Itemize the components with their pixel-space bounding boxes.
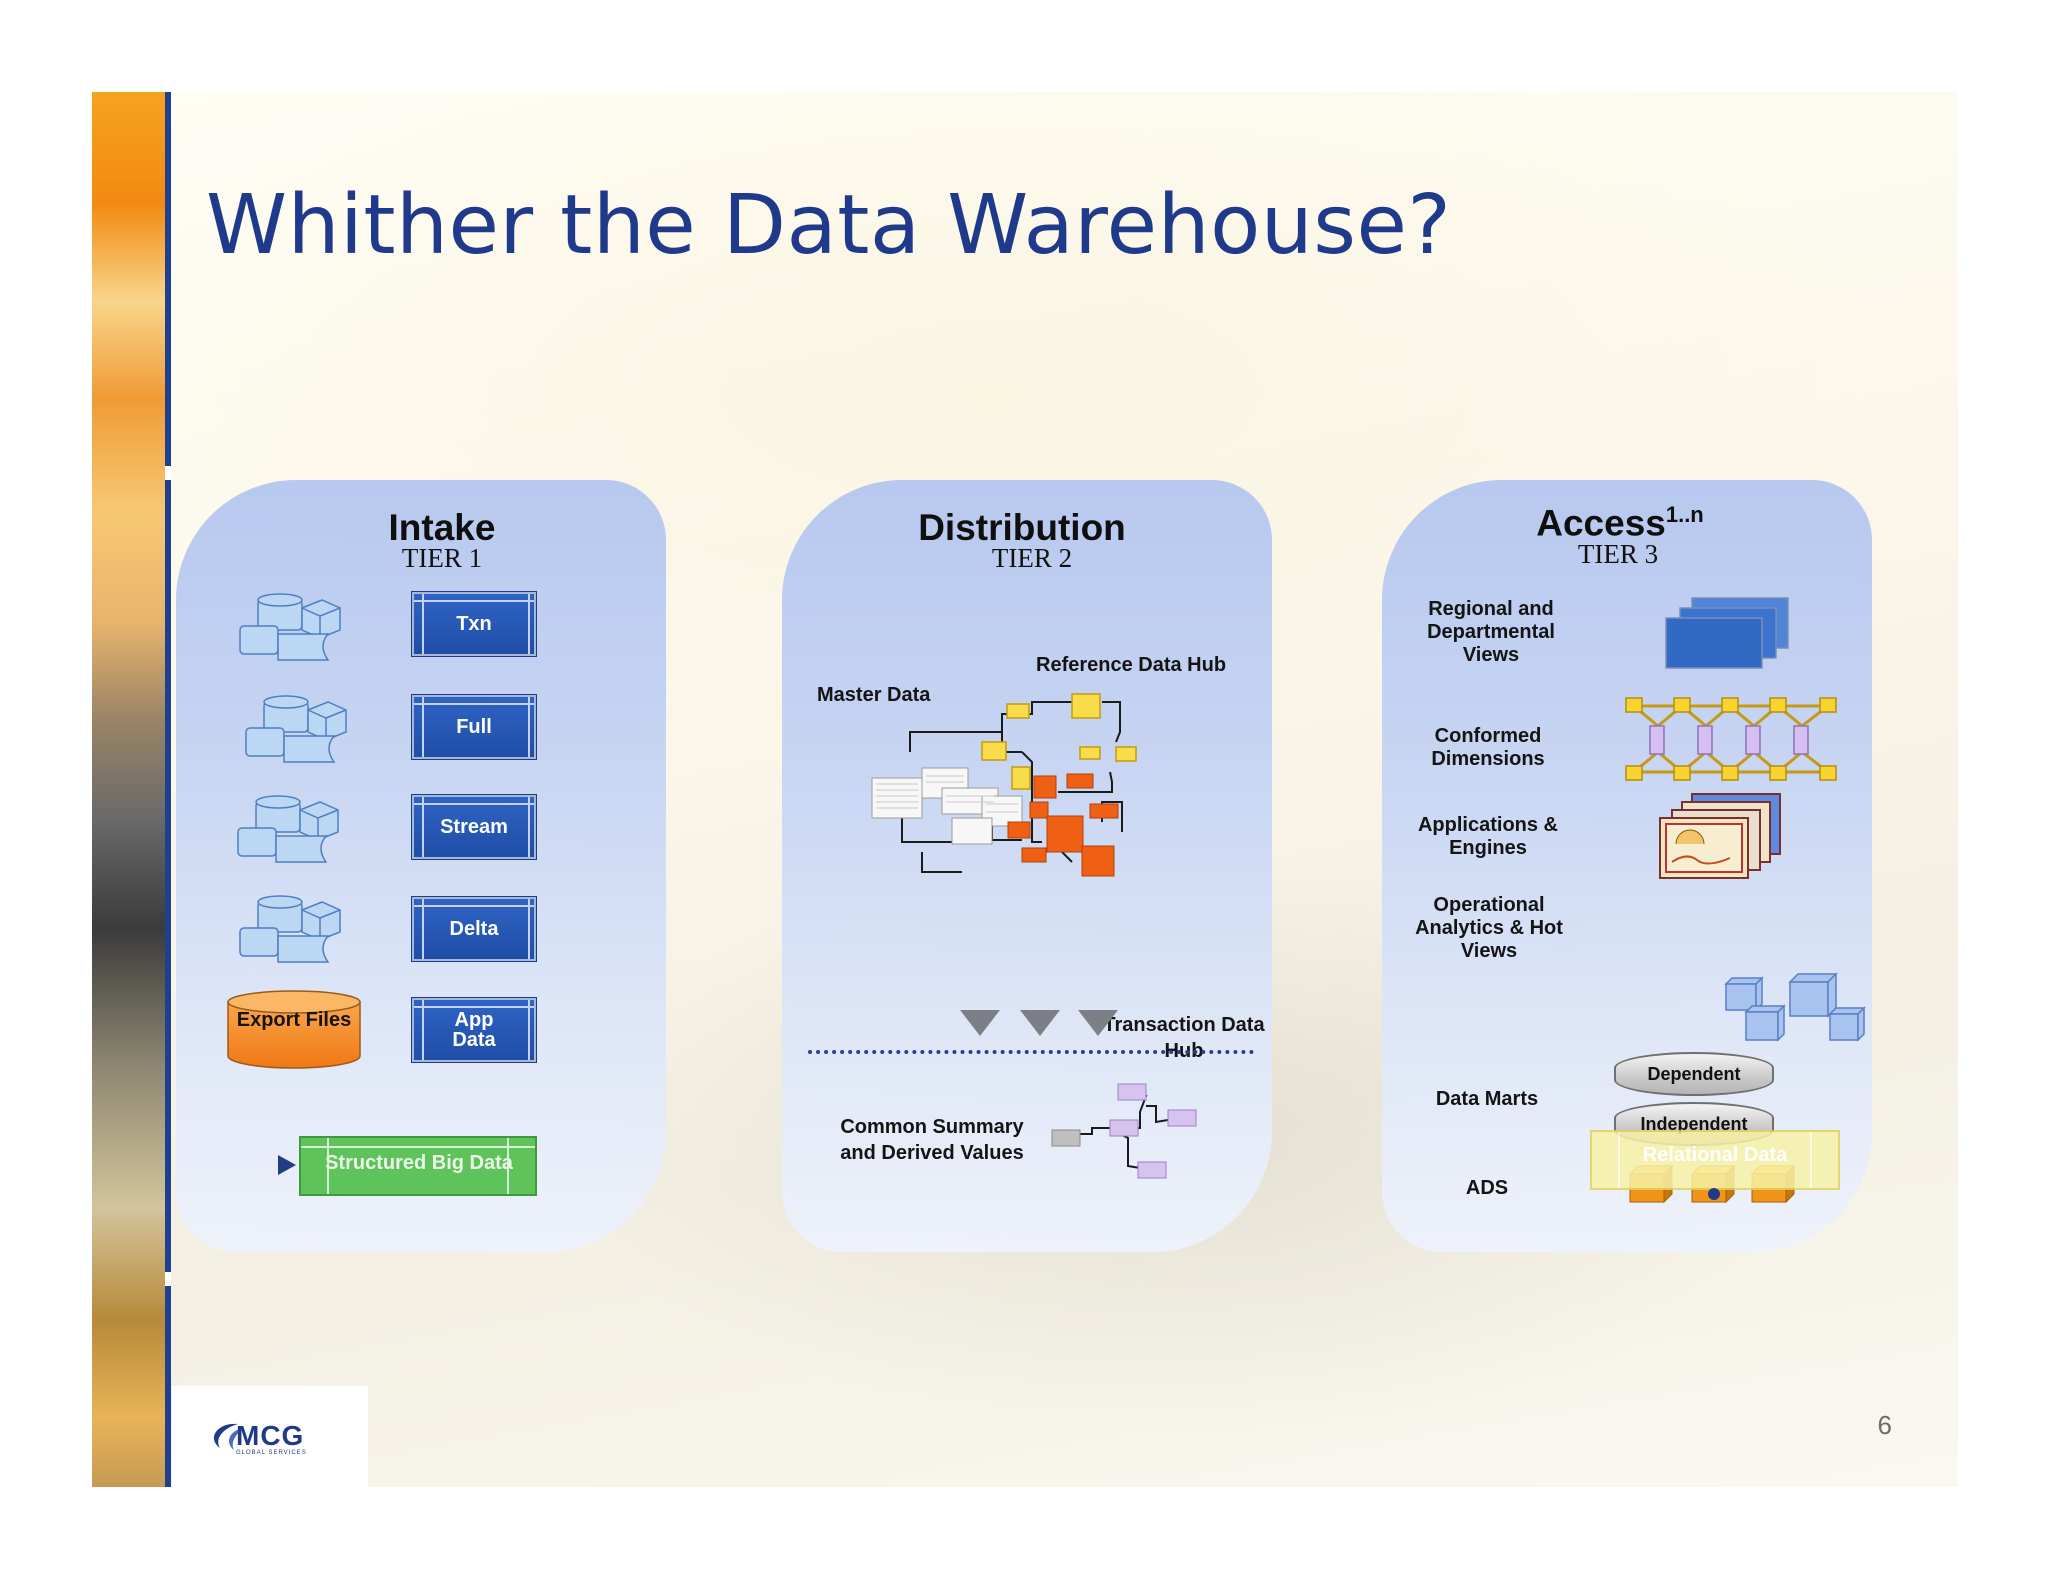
views-label: Regional and Departmental Views	[1427, 598, 1555, 666]
logo-box: MCG GLOBAL SERVICES	[172, 1386, 368, 1487]
slide: Whither the Data Warehouse? Intake TIER …	[92, 92, 1958, 1487]
summary-label: Common Summary and Derived Values	[840, 1116, 1024, 1164]
summary-graph-icon	[1051, 1083, 1197, 1179]
dimensions-label: Conformed Dimensions	[1431, 725, 1545, 770]
intake-tier: TIER 1	[401, 543, 483, 573]
ads-label: ADS	[1465, 1177, 1509, 1199]
intake-item-txn: Txn	[411, 591, 537, 657]
database-stack-icon	[245, 695, 347, 763]
data-hub-diagram	[871, 693, 1137, 877]
access-superscript: 1..n	[1665, 502, 1704, 527]
intake-item-full: Full	[411, 694, 537, 760]
relational-data-label: Relational Data	[1642, 1144, 1788, 1166]
analytics-label: Operational Analytics & Hot Views	[1415, 894, 1563, 962]
tier-divider	[808, 1050, 1254, 1054]
database-stack-icon	[239, 593, 341, 661]
accent-line-gap	[165, 1272, 171, 1286]
views-windows-icon	[1665, 597, 1789, 669]
database-stack-icon	[239, 895, 341, 963]
flow-triangle-icon	[960, 1010, 1118, 1036]
intake-item-stream: Stream	[411, 794, 537, 860]
page-number: 6	[1877, 1410, 1892, 1440]
distribution-tier: TIER 2	[991, 543, 1073, 573]
mcg-swoosh-icon	[213, 1423, 244, 1450]
accent-line	[165, 92, 171, 1487]
reference-hub-label: Reference Data Hub	[1036, 654, 1227, 676]
access-tier: TIER 3	[1577, 539, 1659, 569]
decorative-image-strip	[92, 92, 166, 1487]
structured-big-data-box	[299, 1136, 537, 1196]
logo-text: MCG	[236, 1420, 305, 1451]
connector-dot	[1708, 1188, 1720, 1200]
application-windows-icon	[1659, 793, 1781, 879]
analytics-cubes-icon	[1724, 972, 1866, 1042]
intake-item-app-data: App Data	[411, 997, 537, 1063]
accent-line-gap	[165, 466, 171, 480]
flow-triangle-icon	[278, 1155, 296, 1175]
export-files-label: Export Files	[236, 1009, 352, 1031]
access-title: Access1..n	[1536, 502, 1704, 544]
logo-subtext: GLOBAL SERVICES	[236, 1450, 307, 1456]
mart-dependent: Dependent	[1614, 1052, 1774, 1096]
dimension-graph-icon	[1625, 697, 1837, 781]
applications-label: Applications & Engines	[1417, 814, 1558, 859]
data-marts-label: Data Marts	[1435, 1088, 1539, 1110]
intake-item-delta: Delta	[411, 896, 537, 962]
export-files-cylinder	[227, 990, 361, 1069]
intake-title: Intake	[388, 507, 496, 548]
database-stack-icon	[237, 795, 339, 863]
slide-title: Whither the Data Warehouse?	[206, 178, 1452, 273]
distribution-title: Distribution	[918, 507, 1126, 548]
structured-big-data-label: Structured Big Data	[325, 1152, 513, 1174]
master-data-label: Master Data	[817, 684, 931, 706]
